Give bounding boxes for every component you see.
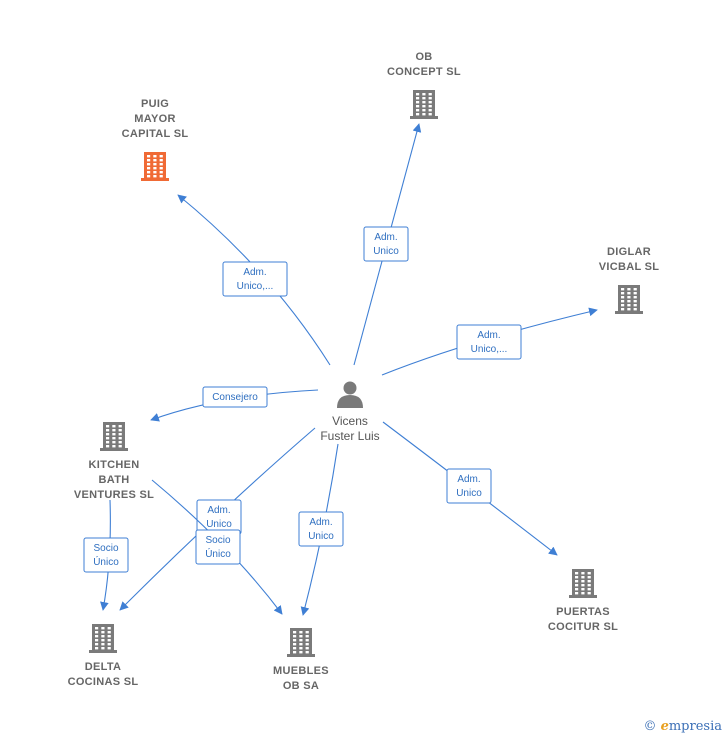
company-name: DIGLAR — [607, 246, 651, 258]
company-name: MUEBLES — [273, 665, 329, 677]
edge-label-box — [456, 324, 522, 360]
building-icon — [89, 624, 117, 653]
edge-label-text: Adm. — [207, 505, 230, 516]
person-name: Fuster Luis — [320, 429, 379, 443]
edge-center-ob: Adm. Unico — [353, 123, 422, 366]
edge-label-box — [83, 537, 129, 573]
edge-label[interactable]: Consejero — [202, 386, 268, 408]
company-node-puertas[interactable]: PUERTAS COCITUR SL — [548, 569, 618, 633]
edge-label[interactable]: Adm. Unico,... — [456, 324, 522, 360]
copyright-symbol: © — [643, 719, 657, 734]
edge-label-text: Adm. — [243, 267, 266, 278]
edge-label-text: Adm. — [374, 232, 397, 243]
edge-label-box — [298, 511, 344, 547]
company-name: MAYOR — [134, 113, 175, 125]
edge-center-puertas: Adm. Unico — [382, 421, 558, 556]
company-name: BATH — [99, 474, 130, 486]
company-node-diglar[interactable]: DIGLAR VICBAL SL — [599, 246, 660, 314]
edge-label-text: Socio — [93, 543, 118, 554]
company-name: VICBAL SL — [599, 261, 660, 273]
company-node-ob[interactable]: OB CONCEPT SL — [387, 51, 461, 119]
edge-label-box — [222, 261, 288, 297]
edge-label-text: Unico — [206, 519, 232, 530]
company-name: KITCHEN — [89, 459, 140, 471]
company-name: OB SA — [283, 680, 319, 692]
edge-label-text: Unico — [373, 246, 399, 257]
edge-center-delta: Adm. Unico — [119, 427, 316, 611]
edge-label-box — [202, 386, 268, 408]
edge-label[interactable]: Adm. Unico — [196, 499, 242, 535]
company-node-puig[interactable]: PUIG MAYOR CAPITAL SL — [122, 98, 189, 181]
edge-label[interactable]: Adm. Unico — [446, 468, 492, 504]
edge-label-text: Unico — [456, 488, 482, 499]
company-name: VENTURES SL — [74, 489, 154, 501]
company-name: CONCEPT SL — [387, 66, 461, 78]
edge-label-text: Socio — [205, 535, 230, 546]
edge-label-box — [363, 226, 409, 262]
brand-e: e — [660, 719, 669, 734]
edge-label-text: Único — [205, 547, 231, 560]
edge-label[interactable]: Adm. Unico — [363, 226, 409, 262]
company-name: CAPITAL SL — [122, 128, 189, 140]
edge-center-kitchen: Consejero — [150, 386, 319, 422]
edge-center-diglar: Adm. Unico,... — [381, 307, 598, 376]
person-name: Vicens — [332, 414, 368, 428]
company-node-muebles[interactable]: MUEBLES OB SA — [273, 628, 329, 692]
edge-label-text: Unico,... — [471, 344, 508, 355]
empresia-logo[interactable]: © empresia — [643, 719, 722, 734]
edge-label[interactable]: Adm. Unico,... — [222, 261, 288, 297]
company-name: COCITUR SL — [548, 621, 618, 633]
building-icon — [569, 569, 597, 598]
edge-label-text: Unico — [308, 531, 334, 542]
edge-label-text: Adm. — [477, 330, 500, 341]
company-name: PUERTAS — [556, 606, 610, 618]
edge-center-puig: Adm. Unico,... — [177, 194, 331, 366]
edge-label-text: Consejero — [212, 392, 258, 403]
edge-label[interactable]: Adm. Unico — [298, 511, 344, 547]
building-icon — [100, 422, 128, 451]
company-name: OB — [415, 51, 432, 63]
brand-name: mpresia — [668, 719, 722, 734]
building-icon — [141, 152, 169, 181]
company-name: PUIG — [141, 98, 169, 110]
company-name: COCINAS SL — [68, 676, 139, 688]
company-node-kitchen[interactable]: KITCHEN BATH VENTURES SL — [74, 422, 154, 501]
edge-label-box — [446, 468, 492, 504]
building-icon — [287, 628, 315, 657]
edge-label-text: Adm. — [457, 474, 480, 485]
edge-label-text: Unico,... — [237, 281, 274, 292]
company-name: DELTA — [85, 661, 122, 673]
edge-center-muebles: Adm. Unico — [298, 443, 344, 616]
company-node-delta[interactable]: DELTA COCINAS SL — [68, 624, 139, 688]
building-icon — [615, 285, 643, 314]
person-icon — [337, 381, 363, 408]
edge-label-text: Adm. — [309, 517, 332, 528]
edge-label-text: Único — [93, 555, 119, 568]
edge-label-box — [195, 529, 241, 565]
building-icon — [410, 90, 438, 119]
